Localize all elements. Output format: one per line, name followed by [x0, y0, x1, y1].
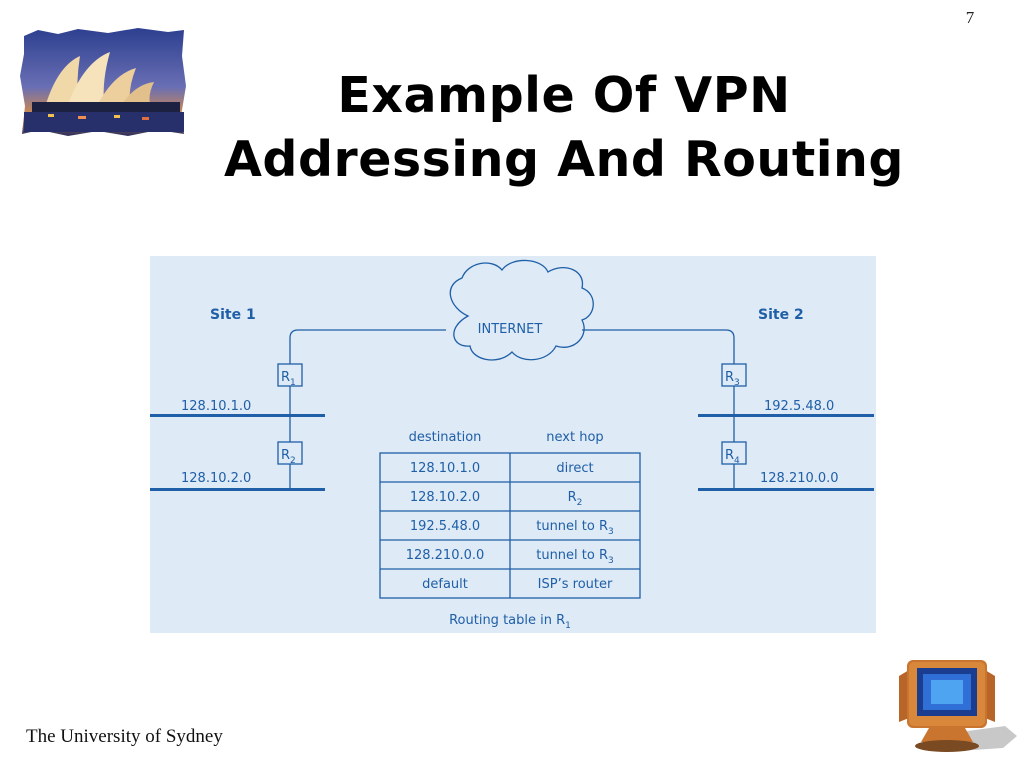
router-r4-box	[721, 441, 747, 465]
router-r4-label: R4	[725, 448, 740, 466]
site2-top-network: 192.5.48.0	[764, 399, 834, 414]
site1-label: Site 1	[210, 307, 256, 323]
site1-bottom-network: 128.10.2.0	[181, 471, 251, 486]
table-row-3-next-hop: tunnel to R3	[536, 519, 614, 537]
site2-bottom-network: 128.210.0.0	[760, 471, 839, 486]
router-r1-box	[277, 363, 303, 387]
vpn-diagram: Site 1 Site 2 INTERNET R1 R2 R3 R4 128.1…	[150, 256, 876, 633]
table-row-4-destination: 128.210.0.0	[406, 548, 485, 563]
site2-network-bottom-line	[698, 488, 874, 491]
router-r3-label: R3	[725, 370, 740, 388]
computer-icon	[895, 656, 1019, 756]
router-r1-label: R1	[281, 370, 296, 388]
table-row-1-destination: 128.10.1.0	[410, 461, 480, 476]
site2-label: Site 2	[758, 307, 804, 323]
title-line-1: Example Of VPN	[337, 67, 791, 124]
table-row-4-next-hop: tunnel to R3	[536, 548, 614, 566]
slide-title: Example Of VPN Addressing And Routing	[214, 64, 914, 192]
table-header-destination: destination	[409, 430, 482, 445]
table-row-2-next-hop: R2	[568, 490, 583, 508]
internet-label: INTERNET	[478, 322, 543, 337]
router-r2-label: R2	[281, 448, 296, 466]
router-r3-box	[721, 363, 747, 387]
table-row-2-destination: 128.10.2.0	[410, 490, 480, 505]
site2-network-top-line	[698, 414, 874, 417]
site1-top-network: 128.10.1.0	[181, 399, 251, 414]
table-row-1-next-hop: direct	[556, 461, 593, 476]
site1-network-top-line	[150, 414, 325, 417]
router-r2-box	[277, 441, 303, 465]
table-row-5-destination: default	[422, 577, 468, 592]
table-row-3-destination: 192.5.48.0	[410, 519, 480, 534]
sydney-opera-house-logo	[18, 26, 188, 138]
internet-cloud-shape	[449, 259, 594, 361]
page-number: 7	[965, 8, 975, 27]
table-header-next-hop: next hop	[546, 430, 603, 445]
footer-university: The University of Sydney	[26, 726, 223, 747]
routing-table-caption: Routing table in R1	[449, 613, 571, 631]
table-row-5-next-hop: ISP’s router	[538, 577, 613, 592]
site1-network-bottom-line	[150, 488, 325, 491]
title-line-2: Addressing And Routing	[223, 131, 904, 188]
